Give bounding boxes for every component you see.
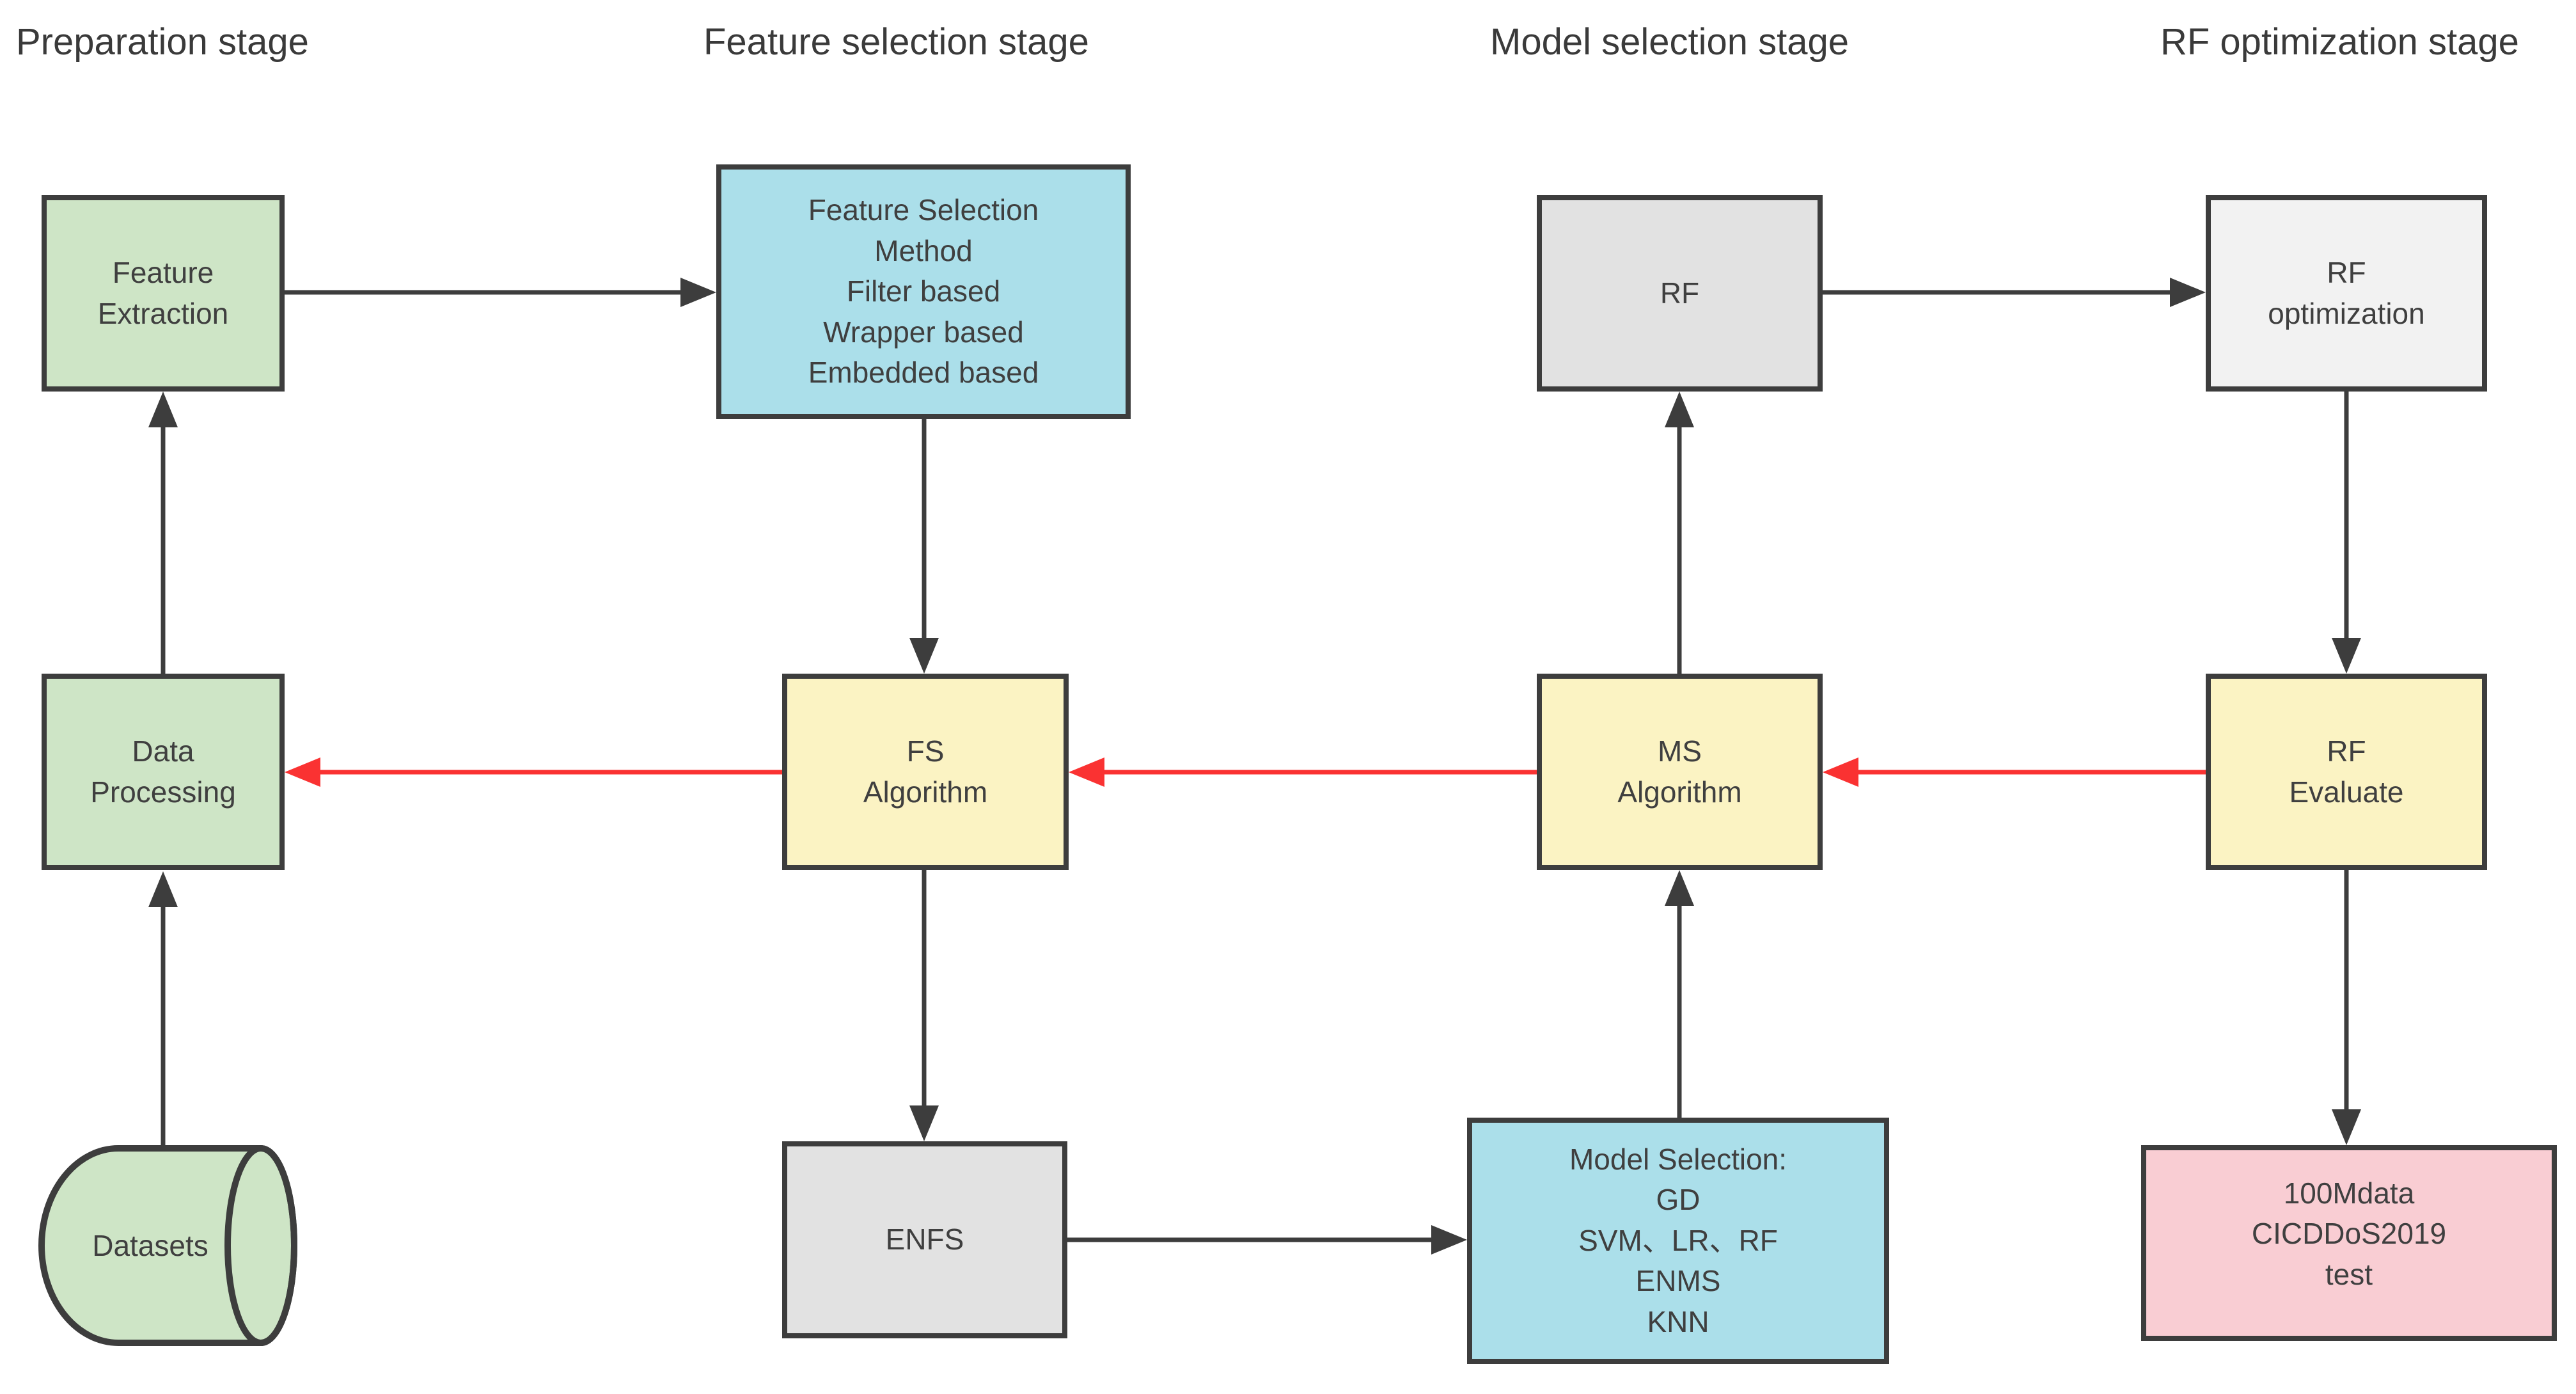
stage-title-model-selection: Model selection stage xyxy=(1490,21,1849,63)
stage-title-rf-optimization: RF optimization stage xyxy=(2160,21,2519,63)
arrow-rf-evaluate-to-ms-algorithm-red xyxy=(1823,757,2206,787)
arrow-ms-algorithm-to-fs-algorithm-red xyxy=(1069,757,1537,787)
datasets-cylinder xyxy=(38,1145,297,1346)
arrow-datasets-to-data-processing xyxy=(148,871,178,1148)
arrow-model-selection-to-ms-algorithm xyxy=(1665,870,1694,1118)
node-fs-algorithm: FS Algorithm xyxy=(782,674,1069,870)
node-enfs: ENFS xyxy=(782,1141,1067,1338)
arrow-feature-extraction-to-fs-method xyxy=(285,278,716,307)
arrow-rf-evaluate-to-test-data xyxy=(2332,870,2361,1145)
arrow-fs-algorithm-to-enfs xyxy=(909,870,939,1141)
stage-title-feature-selection: Feature selection stage xyxy=(703,21,1089,63)
node-data-processing: Data Processing xyxy=(42,674,285,870)
node-rf-optimization: RF optimization xyxy=(2206,195,2487,392)
node-datasets-label: Datasets xyxy=(92,1229,208,1262)
node-rf: RF xyxy=(1537,195,1823,392)
node-feature-selection-method: Feature Selection Method Filter based Wr… xyxy=(716,164,1131,419)
node-model-selection: Model Selection: GD SVM、LR、RF ENMS KNN xyxy=(1467,1118,1889,1364)
arrow-enfs-to-model-selection xyxy=(1067,1225,1467,1255)
node-test-data: 100Mdata CICDDoS2019 test xyxy=(2141,1145,2557,1341)
arrow-rf-optimization-to-rf-evaluate xyxy=(2332,392,2361,674)
arrow-ms-algorithm-to-rf xyxy=(1665,392,1694,674)
arrow-fs-algorithm-to-data-processing-red xyxy=(285,757,782,787)
arrow-rf-to-rf-optimization xyxy=(1823,278,2206,307)
node-rf-evaluate: RF Evaluate xyxy=(2206,674,2487,870)
node-ms-algorithm: MS Algorithm xyxy=(1537,674,1823,870)
arrow-data-processing-to-feature-extraction xyxy=(148,392,178,674)
datasets-cylinder-cap xyxy=(224,1145,297,1346)
stage-title-preparation: Preparation stage xyxy=(16,21,309,63)
arrow-fs-method-to-fs-algorithm xyxy=(909,419,939,674)
node-feature-extraction: Feature Extraction xyxy=(42,195,285,392)
